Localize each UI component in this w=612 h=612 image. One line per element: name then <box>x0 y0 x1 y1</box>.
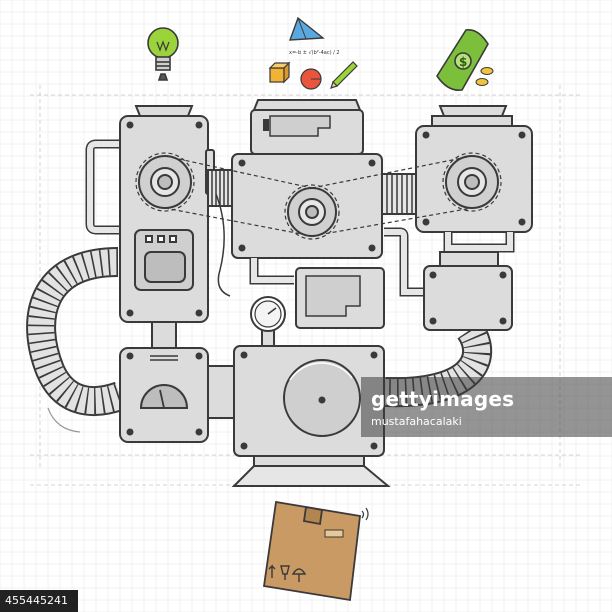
fragile-glass-icon <box>280 565 290 580</box>
svg-text:$: $ <box>459 55 467 69</box>
watermark-credit: mustafahacalaki <box>371 415 462 428</box>
machine <box>26 99 533 487</box>
bottom-main-box <box>231 345 391 487</box>
top-center-hopper <box>250 99 364 155</box>
lightbulb-icon <box>147 27 179 81</box>
left-hose <box>26 247 126 416</box>
left-tower <box>119 105 215 323</box>
right-small-box <box>423 251 513 331</box>
circle-icon <box>300 68 322 90</box>
cardboard-box-icon <box>262 500 369 602</box>
motion-arc <box>47 407 81 433</box>
center-main-box <box>231 153 383 259</box>
this-side-up-icon <box>268 564 276 578</box>
bottom-left-box <box>119 347 209 443</box>
watermark-brand: gettyimages <box>371 387 515 411</box>
image-id-label: 455445241 <box>0 590 78 612</box>
umbrella-icon <box>291 568 307 582</box>
right-top-box <box>415 105 533 233</box>
triangle-icon <box>288 16 325 41</box>
quadratic-formula: x=-b ± √(b²-4ac) / 2a <box>289 50 339 56</box>
watermark-banner: gettyimages mustafahacalaki <box>361 377 612 437</box>
cube-icon <box>268 61 291 84</box>
banknote-icon: $ <box>436 28 489 92</box>
pressure-gauge <box>250 296 286 347</box>
coin-icon <box>475 67 494 86</box>
pencil-icon <box>330 61 358 89</box>
center-middle-box <box>295 267 385 329</box>
